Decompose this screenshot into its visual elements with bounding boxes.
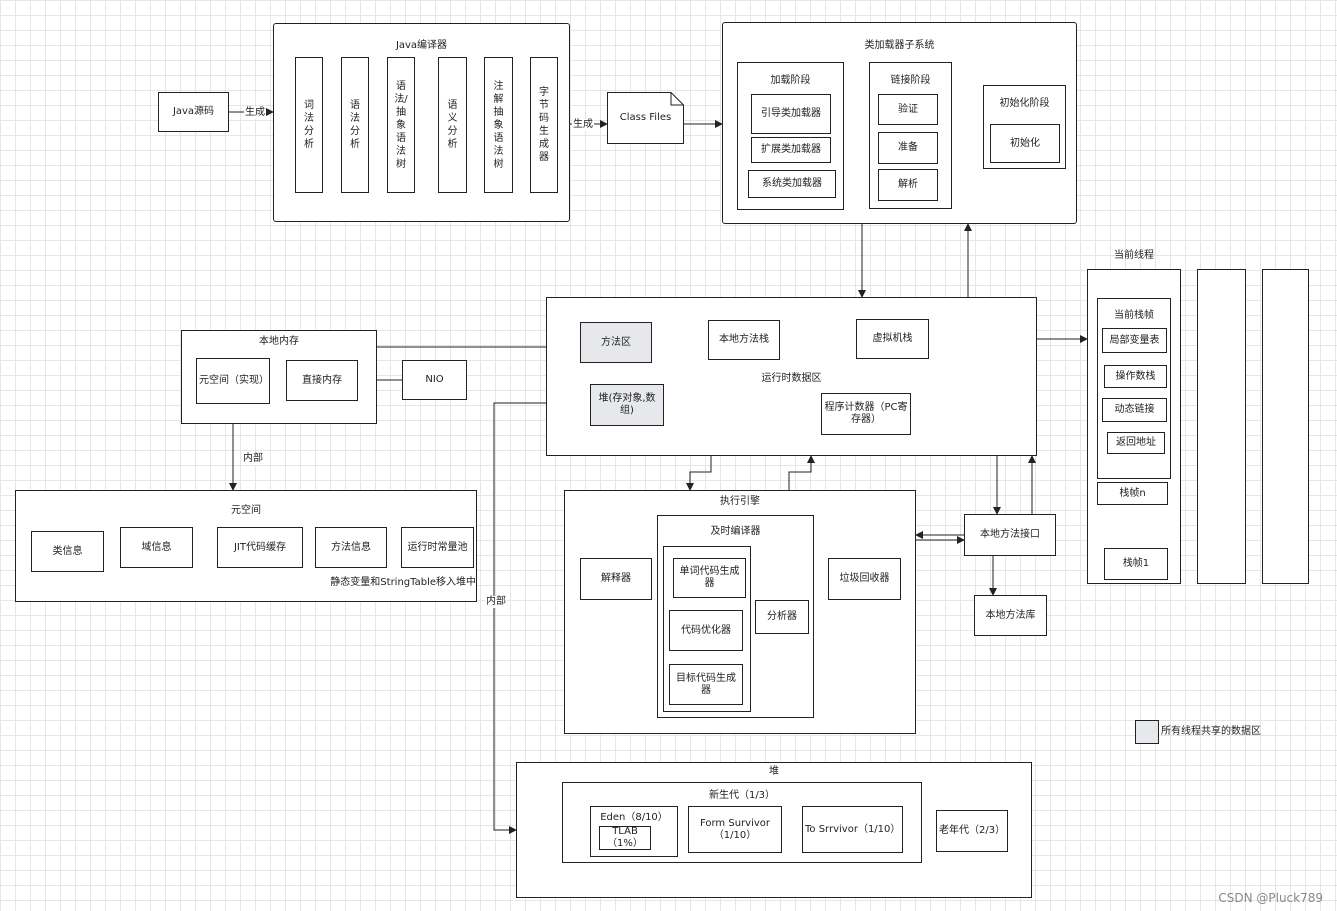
- native-method-interface-node[interactable]: 本地方法接口: [964, 514, 1056, 556]
- eden-title: Eden（8/10）: [600, 812, 668, 823]
- old-generation-node[interactable]: 老年代（2/3）: [936, 810, 1008, 852]
- java-compiler-title: Java编译器: [395, 40, 448, 51]
- to-survivor-node[interactable]: To Srrvivor（1/10）: [802, 806, 903, 853]
- interpreter-node[interactable]: 解释器: [580, 558, 652, 600]
- class-files-label: Class Files: [619, 112, 672, 123]
- dynamic-linking-node[interactable]: 动态链接: [1102, 398, 1167, 422]
- metaspace-impl-node[interactable]: 元空间（实现）: [196, 358, 270, 404]
- initialize-node[interactable]: 初始化: [990, 124, 1060, 163]
- runtime-data-area-title: 运行时数据区: [761, 373, 822, 384]
- legend-swatch: [1135, 720, 1159, 744]
- classloader-subsystem-group: 类加载器子系统 加载阶段 引导类加载器 扩展类加载器 系统类加载器 链接阶段 验…: [722, 22, 1077, 224]
- native-memory-title: 本地内存: [259, 336, 299, 347]
- prepare-node[interactable]: 准备: [878, 132, 938, 164]
- code-optimizer-node[interactable]: 代码优化器: [669, 610, 743, 651]
- nio-node[interactable]: NIO: [402, 360, 467, 400]
- linking-phase-group: 链接阶段 验证 准备 解析: [869, 62, 952, 209]
- runtime-data-area-group: 运行时数据区 方法区 本地方法栈 虚拟机栈 堆(存对象,数组) 程序计数器（PC…: [546, 297, 1037, 456]
- compiler-stage-ast[interactable]: 语法/抽象语法树: [387, 57, 415, 193]
- field-info-node[interactable]: 域信息: [120, 527, 193, 568]
- runtime-constant-pool-node[interactable]: 运行时常量池: [401, 527, 474, 568]
- metaspace-note: 静态变量和StringTable移入堆中: [330, 577, 476, 588]
- native-method-stack-node[interactable]: 本地方法栈: [708, 320, 780, 360]
- local-variable-table-node[interactable]: 局部变量表: [1102, 328, 1167, 353]
- current-frame-title: 当前栈帧: [1114, 310, 1154, 321]
- extension-classloader-node[interactable]: 扩展类加载器: [751, 137, 831, 163]
- edge-label-internal: 内部: [485, 596, 507, 608]
- heap-title: 堆: [769, 766, 779, 777]
- jit-compiler-title: 及时编译器: [710, 526, 761, 537]
- init-phase-title: 初始化阶段: [999, 98, 1050, 109]
- edge-label-internal: 内部: [242, 453, 264, 465]
- init-phase-group: 初始化阶段 初始化: [983, 85, 1066, 169]
- java-source-node[interactable]: Java源码: [158, 92, 229, 132]
- current-frame-group: 当前栈帧 局部变量表 操作数栈 动态链接 返回地址: [1097, 298, 1171, 479]
- linking-phase-title: 链接阶段: [890, 75, 931, 86]
- java-compiler-group: Java编译器 词法分析 语法分析 语法/抽象语法树 语义分析 注解抽象语法树 …: [273, 23, 570, 222]
- loading-phase-group: 加载阶段 引导类加载器 扩展类加载器 系统类加载器: [737, 62, 844, 210]
- classloader-subsystem-title: 类加载器子系统: [864, 40, 935, 51]
- edge-label-generate: 生成: [572, 119, 594, 131]
- analyzer-node[interactable]: 分析器: [755, 600, 809, 634]
- compiler-stage-syntax[interactable]: 语法分析: [341, 57, 369, 193]
- other-thread-column: [1262, 269, 1309, 584]
- young-generation-group: 新生代（1/3） Eden（8/10） TLAB（1%） Form Surviv…: [562, 782, 922, 863]
- resolve-node[interactable]: 解析: [878, 169, 938, 201]
- other-thread-column: [1197, 269, 1246, 584]
- native-method-library-node[interactable]: 本地方法库: [974, 595, 1047, 636]
- tlab-node[interactable]: TLAB（1%）: [599, 826, 651, 850]
- method-area-node[interactable]: 方法区: [580, 322, 652, 363]
- metaspace-title: 元空间: [231, 505, 261, 516]
- eden-group: Eden（8/10） TLAB（1%）: [590, 806, 678, 857]
- garbage-collector-node[interactable]: 垃圾回收器: [828, 558, 901, 600]
- heap-node[interactable]: 堆(存对象,数组): [590, 384, 664, 426]
- operand-stack-node[interactable]: 操作数栈: [1104, 365, 1167, 388]
- return-address-node[interactable]: 返回地址: [1107, 432, 1165, 454]
- class-files-node[interactable]: Class Files: [607, 92, 684, 144]
- jit-code-cache-node[interactable]: JIT代码缓存: [217, 527, 303, 568]
- verify-node[interactable]: 验证: [878, 94, 938, 125]
- watermark: CSDN @Pluck789: [1218, 891, 1323, 905]
- young-generation-title: 新生代（1/3）: [708, 790, 776, 801]
- native-memory-group: 本地内存 元空间（实现） 直接内存: [181, 330, 377, 424]
- metaspace-group: 元空间 类信息 域信息 JIT代码缓存 方法信息 运行时常量池 静态变量和Str…: [15, 490, 477, 602]
- edge-label-generate: 生成: [244, 107, 266, 119]
- document-shape-icon: [607, 92, 684, 144]
- current-thread-title: 当前线程: [1114, 250, 1154, 261]
- compiler-stage-annotated-ast[interactable]: 注解抽象语法树: [484, 57, 513, 193]
- bootstrap-classloader-node[interactable]: 引导类加载器: [751, 94, 831, 134]
- execution-engine-title: 执行引擎: [720, 496, 760, 507]
- compiler-stage-bytecode[interactable]: 字节码生成器: [530, 57, 558, 193]
- compiler-stage-lexical[interactable]: 词法分析: [295, 57, 323, 193]
- legend-label: 所有线程共享的数据区: [1161, 726, 1261, 737]
- execution-engine-group: 执行引擎 解释器 及时编译器 单词代码生成器 代码优化器 目标代码生成器 分析器…: [564, 490, 916, 734]
- method-info-node[interactable]: 方法信息: [315, 527, 387, 568]
- frame-n-node[interactable]: 栈帧n: [1097, 482, 1168, 505]
- jit-compiler-group: 及时编译器 单词代码生成器 代码优化器 目标代码生成器 分析器: [657, 515, 814, 718]
- heap-group: 堆 新生代（1/3） Eden（8/10） TLAB（1%） Form Surv…: [516, 762, 1032, 898]
- target-code-generator-node[interactable]: 目标代码生成器: [669, 664, 743, 705]
- vm-stack-node[interactable]: 虚拟机栈: [856, 319, 929, 359]
- from-survivor-node[interactable]: Form Survivor（1/10）: [688, 806, 782, 853]
- program-counter-node[interactable]: 程序计数器（PC寄存器）: [821, 393, 911, 435]
- frame-1-node[interactable]: 栈帧1: [1104, 548, 1168, 580]
- class-info-node[interactable]: 类信息: [31, 531, 104, 572]
- loading-phase-title: 加载阶段: [770, 75, 811, 86]
- token-code-generator-node[interactable]: 单词代码生成器: [673, 558, 746, 598]
- direct-memory-node[interactable]: 直接内存: [286, 360, 358, 401]
- system-classloader-node[interactable]: 系统类加载器: [748, 170, 836, 198]
- jit-pipeline-group: 单词代码生成器 代码优化器 目标代码生成器: [663, 546, 751, 712]
- current-thread-group: 当前栈帧 局部变量表 操作数栈 动态链接 返回地址 栈帧n 栈帧1: [1087, 269, 1181, 584]
- compiler-stage-semantic[interactable]: 语义分析: [438, 57, 467, 193]
